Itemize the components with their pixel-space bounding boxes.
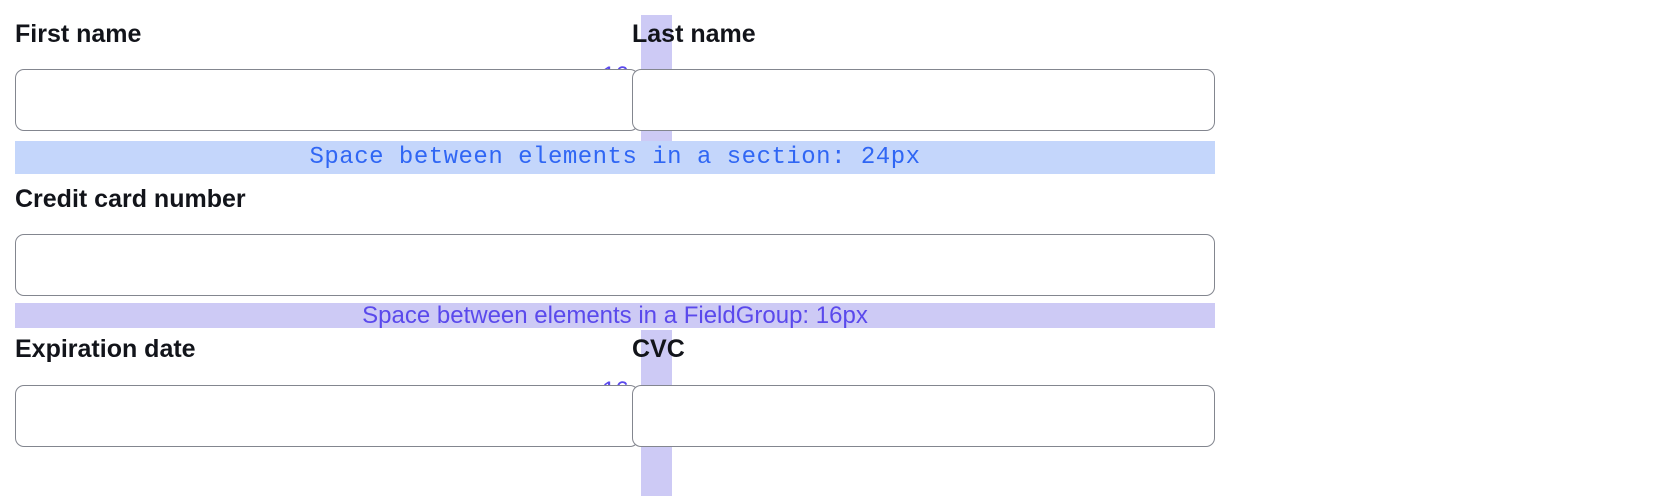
- annotation-band-fieldgroup-spacing: Space between elements in a FieldGroup: …: [15, 301, 1215, 329]
- label-last-name: Last name: [632, 20, 756, 48]
- label-expiration-date: Expiration date: [15, 335, 196, 363]
- input-credit-card-number[interactable]: [15, 234, 1215, 296]
- annotation-band-section-spacing: Space between elements in a section: 24p…: [15, 141, 1215, 174]
- label-credit-card-number: Credit card number: [15, 185, 246, 213]
- annotation-fieldgroup-spacing-text: Space between elements in a FieldGroup: …: [362, 301, 868, 329]
- input-expiration-date[interactable]: [15, 385, 639, 447]
- input-first-name[interactable]: [15, 69, 639, 131]
- annotation-section-spacing-text: Space between elements in a section: 24p…: [309, 144, 921, 171]
- label-cvc: CVC: [632, 335, 685, 363]
- label-first-name: First name: [15, 20, 142, 48]
- input-last-name[interactable]: [632, 69, 1215, 131]
- input-cvc[interactable]: [632, 385, 1215, 447]
